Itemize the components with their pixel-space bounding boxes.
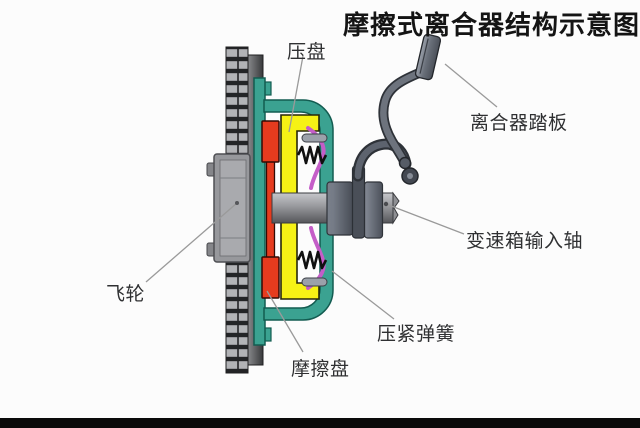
clutch-pedal-graphic <box>414 33 442 81</box>
fork-joint-graphic <box>398 156 412 170</box>
pedal-arm-graphic <box>378 66 429 185</box>
label-clutch-pedal: 离合器踏板 <box>470 112 568 134</box>
footer-bar <box>0 418 640 428</box>
pressure-plate-graphic <box>280 114 320 300</box>
label-compression-spring: 压紧弹簧 <box>377 323 456 345</box>
label-input-shaft: 变速箱输入轴 <box>466 230 584 252</box>
label-flywheel: 飞轮 <box>106 283 146 305</box>
leader-lines <box>145 55 498 353</box>
clutch-cover-graphic <box>253 77 334 346</box>
label-friction-disc: 摩擦盘 <box>291 358 350 380</box>
lever-pins-graphic <box>301 133 328 287</box>
diagram-title: 摩擦式离合器结构示意图 <box>343 11 640 41</box>
label-pressure-plate: 压盘 <box>287 41 327 63</box>
springs-graphic <box>296 145 328 270</box>
